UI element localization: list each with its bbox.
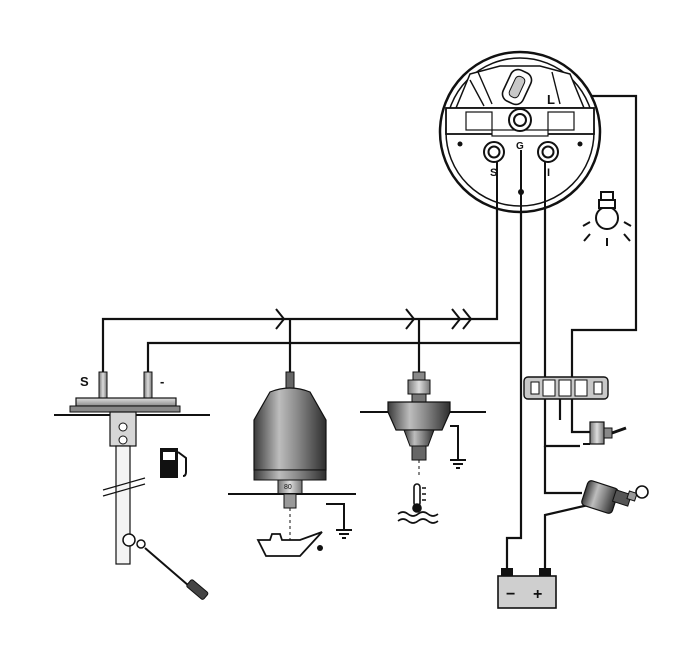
temp-sender — [360, 371, 486, 478]
gauge-icon — [438, 50, 602, 214]
gauge-terminal-i-label: I — [547, 167, 550, 179]
fuel-pump-icon — [160, 448, 187, 478]
sender-terminal-neg-label: - — [160, 374, 164, 389]
temperature-icon — [397, 483, 439, 524]
oil-can-icon — [256, 531, 323, 557]
wire-ignition-2 — [543, 398, 580, 448]
oil-sender: 80 — [228, 371, 356, 540]
wire-lamp — [566, 94, 638, 378]
oil-sender-mark: 80 — [284, 484, 292, 491]
gauge-terminal-s-label: S — [490, 167, 497, 179]
sender-terminal-s-label: S — [80, 374, 89, 389]
chevron-2 — [405, 308, 416, 330]
fuel-sender — [54, 371, 210, 600]
chevron-4 — [462, 308, 473, 330]
wire-key-return — [543, 446, 582, 495]
wire-sender-s — [101, 162, 499, 372]
fuse-block-icon — [523, 376, 609, 400]
wire-ground — [505, 162, 523, 568]
lamp-icon — [582, 191, 632, 246]
ignition-key-icon — [581, 480, 649, 514]
battery-negative-label: − — [506, 586, 515, 603]
wire-connectors — [275, 308, 473, 330]
battery-positive-label: + — [533, 586, 542, 603]
chevron-3 — [451, 308, 462, 330]
wire-battery-pos — [543, 501, 598, 568]
toggle-switch-icon — [583, 421, 627, 445]
gauge-terminal-l-label: L — [547, 92, 555, 107]
wire-sender-neg — [146, 341, 521, 372]
wire-lamp-2 — [570, 398, 590, 434]
gauge-terminal-g-label: G — [516, 141, 524, 152]
battery-icon — [497, 568, 557, 609]
chevron-1 — [275, 308, 286, 330]
